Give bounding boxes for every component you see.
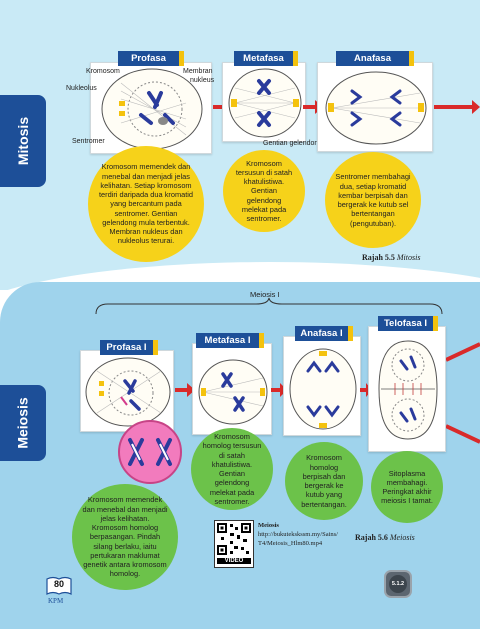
video-info: Meiosis http://bukutekskssm.my/Sains/ T4… xyxy=(258,522,338,548)
metafasa-cell-diagram xyxy=(228,68,302,138)
learning-standard-code: 5.1.2 xyxy=(389,575,407,593)
profasa-cell-diagram xyxy=(101,68,203,150)
anafasa-i-card xyxy=(283,336,361,436)
profasa-i-description: Kromosom memendek dan menebal dan menjad… xyxy=(82,495,168,579)
profasa-description: Kromosom memendek dan menebal dan menjad… xyxy=(98,162,194,246)
kromosom-annotation: Kromosom xyxy=(86,68,120,75)
publisher-label: KPM xyxy=(48,597,64,605)
book-icon xyxy=(46,576,72,595)
video-tag: VIDEO xyxy=(217,558,251,564)
anafasa-description: Sentromer membahagi dua, setiap kromatid… xyxy=(335,172,411,228)
anafasa-cell-diagram xyxy=(325,71,427,145)
page-number: 80 xyxy=(53,579,64,589)
telofasa-i-label: Telofasa I xyxy=(378,316,438,331)
telofasa-i-cell-diagram xyxy=(378,340,438,440)
metafasa-i-card xyxy=(192,343,272,435)
meiosis-i-brace xyxy=(95,297,443,315)
mitosis-arrow-3 xyxy=(434,100,480,114)
profasa-i-card xyxy=(80,350,174,432)
anafasa-label: Anafasa xyxy=(336,51,414,66)
anafasa-description-bubble: Sentromer membahagi dua, setiap kromatid… xyxy=(325,152,421,248)
anafasa-card xyxy=(317,62,433,152)
figure-5-6-number: Rajah 5.6 xyxy=(355,533,388,542)
video-url-line1[interactable]: http://bukutekskssm.my/Sains/ xyxy=(258,530,338,538)
profasa-card xyxy=(90,62,212,154)
anafasa-i-cell-diagram xyxy=(289,348,357,430)
telofasa-i-card xyxy=(368,326,446,452)
profasa-i-cell-diagram xyxy=(85,357,171,427)
crossing-over-inset xyxy=(118,420,182,484)
qr-code-icon xyxy=(217,523,251,555)
gentian-annotation: Gentian gelendong xyxy=(263,140,323,147)
video-qr-code[interactable]: VIDEO xyxy=(214,520,254,568)
video-url-line2[interactable]: T4/Meiosis_Hlm80.mp4 xyxy=(258,539,323,547)
meiosis-continuation-arrows xyxy=(446,342,480,444)
learning-standard-badge: 5.1.2 xyxy=(384,570,412,598)
profasa-i-label: Profasa I xyxy=(100,340,158,355)
figure-5-5-title: Mitosis xyxy=(396,253,421,262)
metafasa-i-description-bubble: Kromosom homolog tersusun di satah khatu… xyxy=(191,428,273,510)
mitosis-side-tab: Mitosis xyxy=(0,95,46,187)
profasa-i-description-bubble: Kromosom memendek dan menebal dan menjad… xyxy=(72,484,178,590)
sentromer-annotation: Sentromer xyxy=(72,138,105,145)
metafasa-description-bubble: Kromosom tersusun di satah khatulistiwa.… xyxy=(223,150,305,232)
crossing-over-diagram xyxy=(128,438,172,466)
figure-5-6-title: Meiosis xyxy=(389,533,415,542)
nukleolus-annotation: Nukleolus xyxy=(66,85,97,92)
metafasa-i-label: Metafasa I xyxy=(196,333,264,348)
meiosis-arrow-1 xyxy=(175,383,195,397)
profasa-description-bubble: Kromosom memendek dan menebal dan menjad… xyxy=(88,146,204,262)
figure-5-5-caption: Rajah 5.5 Mitosis xyxy=(362,253,420,262)
profasa-label: Profasa xyxy=(118,51,184,66)
mitosis-tab-label: Mitosis xyxy=(15,116,32,166)
metafasa-i-description: Kromosom homolog tersusun di satah khatu… xyxy=(202,432,262,506)
telofasa-i-description-bubble: Sitoplasma membahagi. Peringkat akhir me… xyxy=(371,451,443,523)
membran-annotation-line1: Membran xyxy=(183,68,213,75)
metafasa-i-cell-diagram xyxy=(198,359,268,425)
telofasa-i-description: Sitoplasma membahagi. Peringkat akhir me… xyxy=(381,468,433,506)
anafasa-i-description: Kromosom homolog berpisah dan bergerak k… xyxy=(301,453,347,509)
metafasa-label: Metafasa xyxy=(234,51,298,66)
video-title: Meiosis xyxy=(258,522,279,529)
meiosis-side-tab: Meiosis xyxy=(0,385,46,461)
figure-5-6-caption: Rajah 5.6 Meiosis xyxy=(355,533,415,542)
metafasa-description: Kromosom tersusun di satah khatulistiwa.… xyxy=(235,158,293,224)
anafasa-i-label: Anafasa I xyxy=(295,326,353,341)
page-number-badge: 80 xyxy=(46,576,72,596)
meiosis-tab-label: Meiosis xyxy=(15,397,32,449)
anafasa-i-description-bubble: Kromosom homolog berpisah dan bergerak k… xyxy=(285,442,363,520)
figure-5-5-number: Rajah 5.5 xyxy=(362,253,395,262)
metafasa-card xyxy=(222,62,306,142)
meiosis-i-group-label: Meiosis I xyxy=(250,290,280,299)
membran-annotation-line2: nukleus xyxy=(190,77,215,84)
